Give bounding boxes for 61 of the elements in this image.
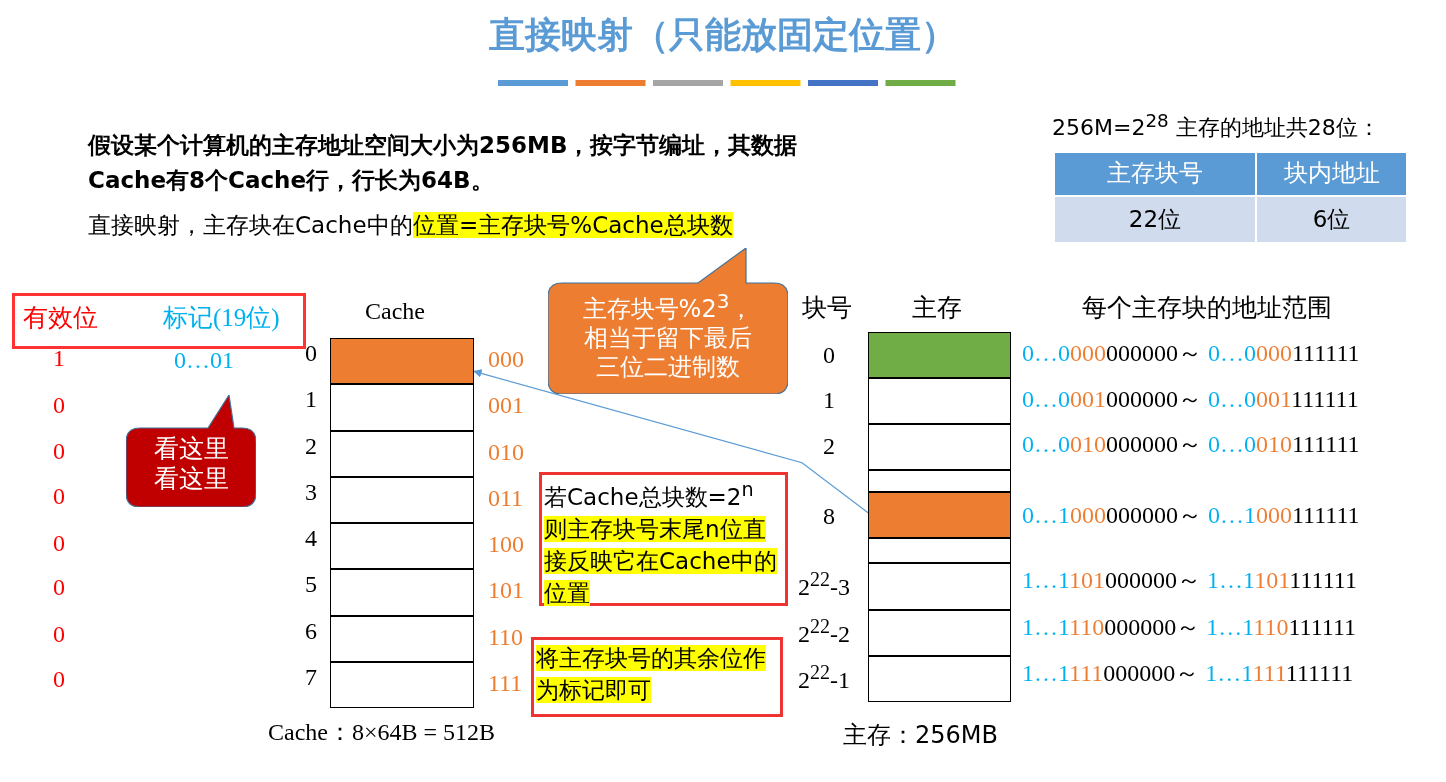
line-index-bits: 101 xyxy=(488,577,524,605)
tag-value: 0…01 xyxy=(174,347,234,375)
valid-bit: 0 xyxy=(53,483,65,511)
rule-text: 直接映射，主存块在Cache中的 xyxy=(88,212,413,239)
table-header-cell: 块内地址 xyxy=(1257,153,1406,195)
table-header-cell: 主存块号 xyxy=(1055,153,1255,195)
valid-bit: 0 xyxy=(53,621,65,649)
line-number: 7 xyxy=(305,663,317,692)
block-number: 2$^{22}$-2 xyxy=(798,615,850,649)
column-header-box: 有效位 标记(19位) xyxy=(12,293,306,349)
memory-block-box xyxy=(868,610,1011,656)
valid-bit: 0 xyxy=(53,392,65,420)
column-title: 主存 xyxy=(912,294,962,323)
block-number: 0 xyxy=(823,342,835,370)
speech-bubble: 看这里看这里 xyxy=(126,395,256,507)
memory-block-box xyxy=(868,470,1011,492)
line-number: 6 xyxy=(305,617,317,646)
memory-block-box xyxy=(868,492,1011,538)
valid-bit: 0 xyxy=(53,530,65,558)
table-cell: 6位 xyxy=(1257,197,1406,242)
line-index-bits: 111 xyxy=(488,669,523,698)
memory-block-box xyxy=(868,378,1011,424)
line-index-bits: 010 xyxy=(488,438,524,467)
note-box: 将主存块号的其余位作为标记即可 xyxy=(531,637,783,717)
valid-bit: 0 xyxy=(53,438,65,466)
memory-block-box xyxy=(868,332,1011,378)
memory-block-box xyxy=(868,424,1011,470)
column-title: Cache xyxy=(365,298,425,326)
block-number: 8 xyxy=(823,503,835,531)
line-number: 0 xyxy=(305,340,317,368)
line-index-bits: 110 xyxy=(488,623,524,652)
note-box: 若Cache总块数=2$^{n}$ 则主存块号末尾n位直接反映它在Cache中的位置 xyxy=(539,472,788,606)
valid-bit: 0 xyxy=(53,666,65,694)
block-number: 2$^{22}$-1 xyxy=(798,661,850,695)
speech-bubble: 主存块号%2$^{3}$，相当于留下最后三位二进制数 xyxy=(548,248,788,394)
column-title: 每个主存块的地址范围 xyxy=(1082,294,1332,323)
block-number: 2 xyxy=(823,433,835,461)
block-number: 2$^{22}$-3 xyxy=(798,568,850,602)
table-cell: 22位 xyxy=(1055,197,1255,242)
intro-text: 假设某个计算机的主存地址空间大小为256MB，按字节编址，其数据Cache有8个Cache行，行长为64B。 xyxy=(88,131,798,195)
line-index-bits: 011 xyxy=(488,484,524,513)
memory-block-box xyxy=(868,538,1011,563)
line-number: 5 xyxy=(305,571,317,599)
memory-block-box xyxy=(868,656,1011,702)
line-number: 2 xyxy=(305,432,317,461)
column-title: 块号 xyxy=(802,294,852,323)
formula-text: 位置=主存块号%Cache总块数 xyxy=(413,212,733,239)
title: 直接映射（只能放固定位置） xyxy=(488,14,958,56)
line-number: 3 xyxy=(305,478,317,507)
line-index-bits: 100 xyxy=(488,531,524,559)
line-index-bits: 000 xyxy=(488,346,524,374)
memory-block-box xyxy=(868,563,1011,610)
capacity-text: 主存：256MB xyxy=(843,722,998,750)
valid-bit: 0 xyxy=(53,574,65,602)
line-number: 1 xyxy=(305,386,317,414)
block-number: 1 xyxy=(823,387,835,415)
capacity-text: Cache：8×64B = 512B xyxy=(268,719,496,747)
line-index-bits: 001 xyxy=(488,392,524,420)
line-number: 4 xyxy=(305,525,317,553)
note-text: 256M=2$^{28}$ 主存的地址共28位： xyxy=(1052,110,1380,141)
arrow xyxy=(473,369,869,514)
